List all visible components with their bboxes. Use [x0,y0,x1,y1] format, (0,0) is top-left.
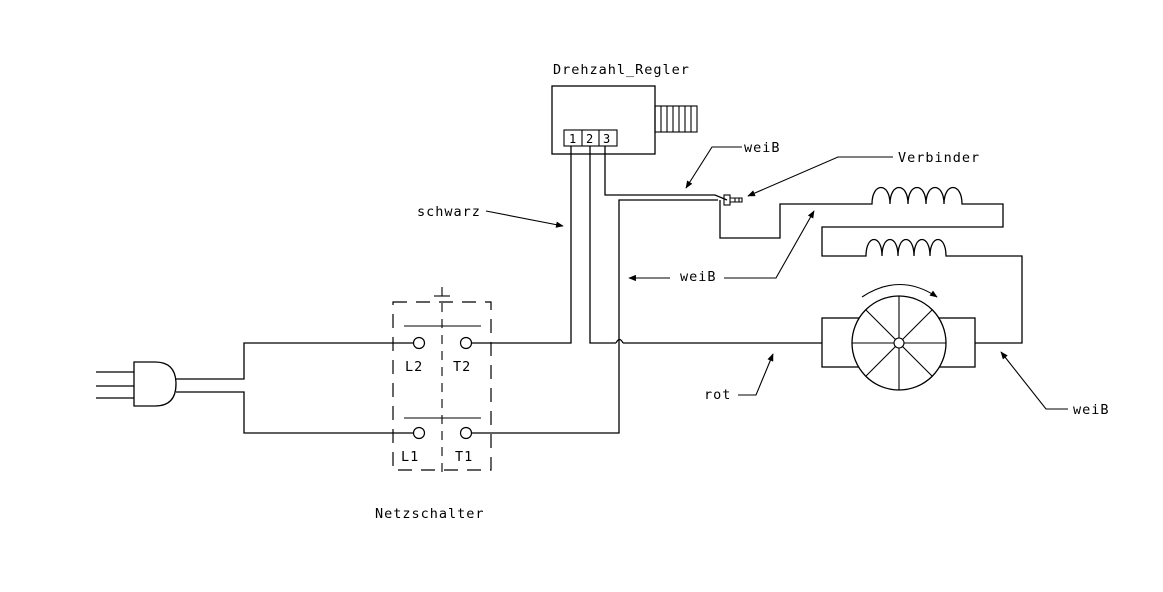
fan-motor-icon [821,283,976,391]
switch-t2-label: T2 [453,359,471,375]
coil-windings [821,186,1023,344]
wire-white-t1 [492,199,718,434]
connector-label: Verbinder [898,150,980,166]
speed-regulator: Drehzahl_Regler 1 2 3 [551,62,698,155]
annotations: weiB Verbinder schwarz weiB rot weiB [417,140,1110,418]
wire-black-label: schwarz [417,204,481,220]
regulator-title: Drehzahl_Regler [553,62,690,78]
wire-white-top-label: weiB [744,140,781,156]
wire-black [492,146,572,344]
connector-icon [723,194,743,206]
wire-red-upper [589,146,616,344]
regulator-knob-icon [654,105,698,133]
plug-icon [96,342,414,434]
wire-white-top [604,146,728,201]
terminal-3-label: 3 [603,132,610,146]
wire-white-middle-label: weiB [680,269,717,285]
terminal-1-label: 1 [569,132,576,146]
wire-to-coil [719,200,864,239]
wire-red-label: rot [704,387,731,403]
switch-l2-label: L2 [405,359,423,375]
wire-white-motor-label: weiB [1073,402,1110,418]
switch-title: Netzschalter [375,506,485,522]
coil-icon [821,186,1023,344]
wires [492,146,864,434]
power-switch: L2 T2 L1 T1 Netzschalter [375,287,492,522]
switch-t1-label: T1 [455,449,473,465]
terminal-2-label: 2 [586,132,593,146]
switch-l1-label: L1 [401,449,419,465]
switch-housing [392,301,492,471]
